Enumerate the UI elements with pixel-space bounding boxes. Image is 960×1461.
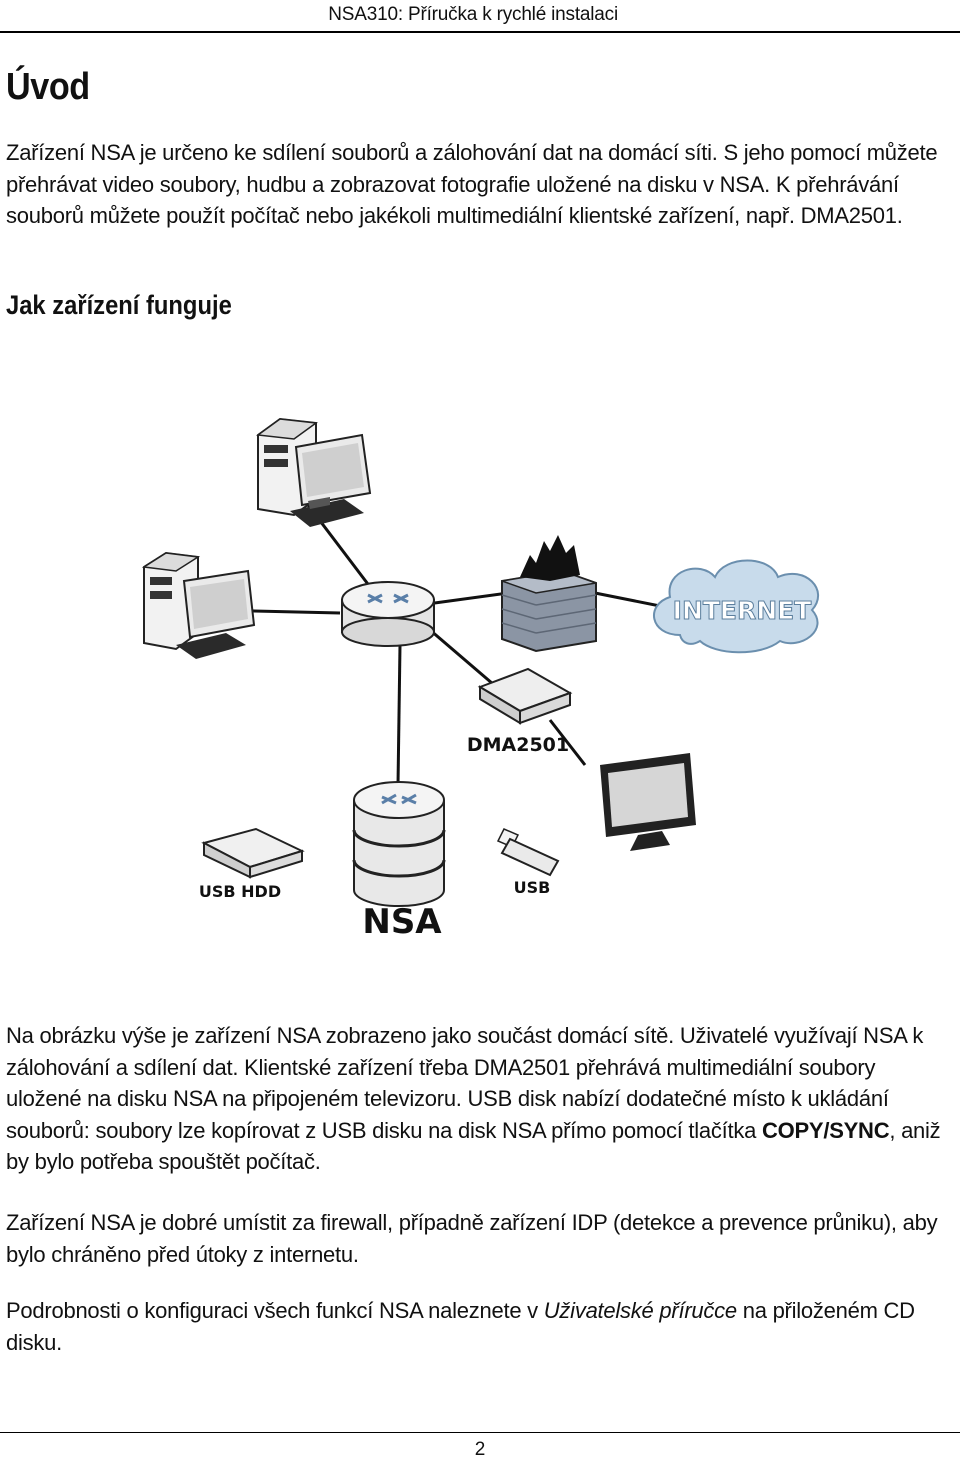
diagram-description-paragraph: Na obrázku výše je zařízení NSA zobrazen…: [6, 1020, 954, 1178]
usb-stick-icon: USB: [496, 828, 560, 897]
dma-label: DMA2501: [467, 734, 569, 756]
header-rule: [0, 31, 960, 33]
desktop-computer-icon: [141, 551, 256, 659]
network-diagram: INTERNET DMA2501 NSA USB HDD USB: [141, 417, 819, 942]
router-icon: [341, 581, 435, 647]
television-icon: [600, 753, 696, 851]
footer-rule: [0, 1432, 960, 1433]
page-number: 2: [474, 1439, 486, 1460]
firewall-icon: [501, 535, 597, 653]
nas-server-icon: NSA: [352, 781, 446, 942]
nsa-label: NSA: [362, 902, 442, 942]
how-it-works-heading: Jak zařízení funguje: [6, 290, 232, 320]
internet-cloud-icon: INTERNET: [653, 559, 819, 654]
details-paragraph: Podrobnosti o konfiguraci všech funkcí N…: [6, 1295, 954, 1358]
p4-text: Podrobnosti o konfiguraci všech funkcí N…: [6, 1298, 544, 1323]
p4-text-end: na přiloženém CD disku.: [6, 1298, 915, 1355]
p2-text: Na obrázku výše je zařízení NSA zobrazen…: [6, 1023, 924, 1143]
internet-label: INTERNET: [673, 596, 812, 625]
usb-label: USB: [514, 878, 551, 897]
header-title: NSA310: Příručka k rychlé instalaci: [328, 4, 618, 25]
p2-text-end: , aniž by bylo potřeba spouštět počítač.: [6, 1117, 941, 1175]
media-player-icon: DMA2501: [467, 667, 573, 756]
user-guide-reference: Uživatelské příručce: [543, 1298, 737, 1323]
firewall-paragraph: Zařízení NSA je dobré umístit za firewal…: [6, 1210, 938, 1267]
intro-heading: Úvod: [6, 66, 90, 108]
intro-paragraph: Zařízení NSA je určeno ke sdílení soubor…: [6, 140, 938, 228]
usb-hdd-icon: USB HDD: [199, 827, 305, 901]
copy-sync-label: COPY/SYNC: [762, 1117, 890, 1143]
usb-hdd-label: USB HDD: [199, 882, 281, 901]
desktop-computer-icon: [255, 417, 372, 527]
page-header: NSA310: Příručka k rychlé instalaci: [0, 0, 960, 34]
